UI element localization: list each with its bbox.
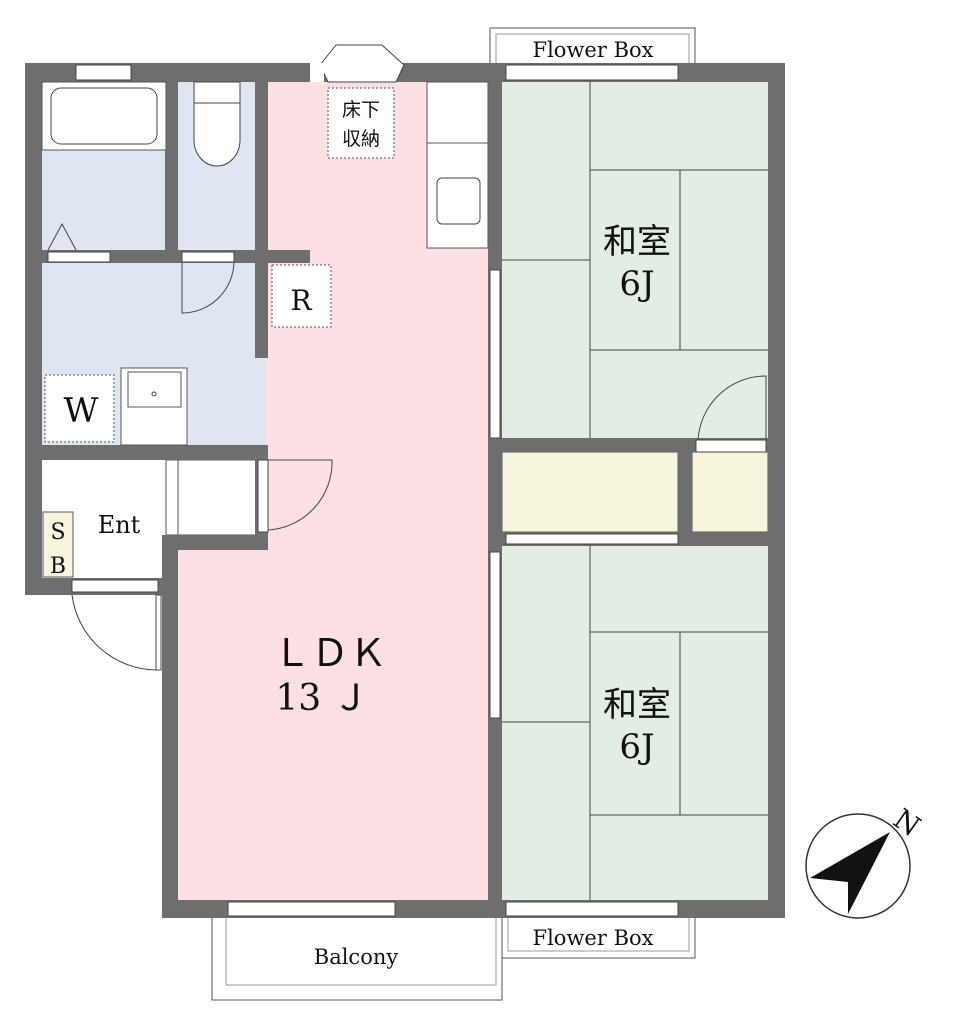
refrigerator-space	[271, 264, 332, 328]
underfloor-storage-label-2: 収納	[342, 128, 380, 150]
flower-box-bottom	[501, 911, 696, 959]
shoe-box-label-2: B	[50, 554, 66, 579]
tatami-lines-north	[502, 82, 768, 438]
shoe-box	[42, 511, 74, 578]
washitsu-south-size: 6J	[619, 727, 654, 767]
door-swings	[71, 261, 767, 671]
washitsu-north-label: 和室	[603, 222, 671, 262]
flower-box-top-label: Flower Box	[533, 38, 654, 62]
ldk-label: ＬＤＫ	[273, 631, 387, 675]
underfloor-storage-label-1: 床下	[342, 99, 380, 121]
shower-icon	[47, 222, 77, 251]
bathtub	[41, 81, 167, 151]
flower-box-top	[489, 27, 696, 69]
flower-box-bottom-label: Flower Box	[533, 926, 654, 950]
windows	[47, 44, 767, 917]
shoe-box-label-1: S	[50, 520, 65, 545]
washer-space	[44, 374, 115, 443]
tatami-lines-south	[502, 546, 768, 900]
kitchen-counter	[426, 81, 489, 249]
ldk-floor	[176, 82, 490, 902]
north-compass-icon: N	[805, 802, 926, 919]
toilet-icon	[193, 81, 241, 167]
entrance-label: Ent	[98, 511, 141, 539]
refrigerator-label: R	[290, 284, 312, 317]
washitsu-north-size: 6J	[619, 264, 654, 304]
balcony-label: Balcony	[314, 945, 399, 969]
ldk-size: 13 Ｊ	[275, 678, 368, 719]
entrance-step	[165, 459, 259, 536]
washitsu-south-label: 和室	[603, 685, 671, 725]
underfloor-storage	[327, 87, 395, 159]
washbasin	[120, 367, 188, 446]
closet-floor	[501, 451, 769, 533]
washitsu-floor	[500, 82, 770, 902]
washer-label: W	[64, 391, 99, 431]
